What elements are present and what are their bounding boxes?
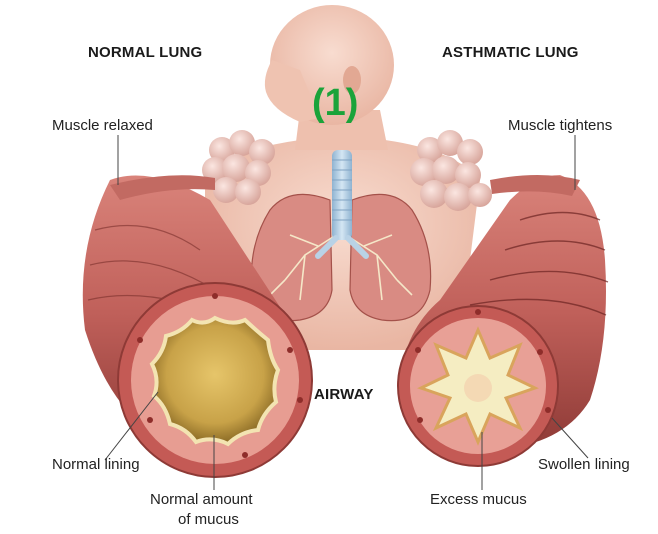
airway-heading: AIRWAY (314, 386, 374, 403)
trachea (332, 150, 352, 240)
normal-lung-heading: NORMAL LUNG (88, 44, 202, 61)
muscle-relaxed-label: Muscle relaxed (52, 117, 153, 134)
left-airway-lumen (152, 318, 278, 444)
muscle-tightens-label: Muscle tightens (508, 117, 612, 134)
excess-mucus-core (464, 374, 492, 402)
figure-marker: (1) (312, 82, 358, 125)
normal-lining-label: Normal lining (52, 456, 140, 473)
normal-mucus-label-line2: of mucus (178, 511, 239, 528)
excess-mucus-label: Excess mucus (430, 491, 527, 508)
swollen-lining-label: Swollen lining (538, 456, 630, 473)
normal-mucus-label-line1: Normal amount (150, 491, 253, 508)
asthmatic-lung-heading: ASTHMATIC LUNG (442, 44, 579, 61)
alveoli-right (410, 130, 492, 211)
